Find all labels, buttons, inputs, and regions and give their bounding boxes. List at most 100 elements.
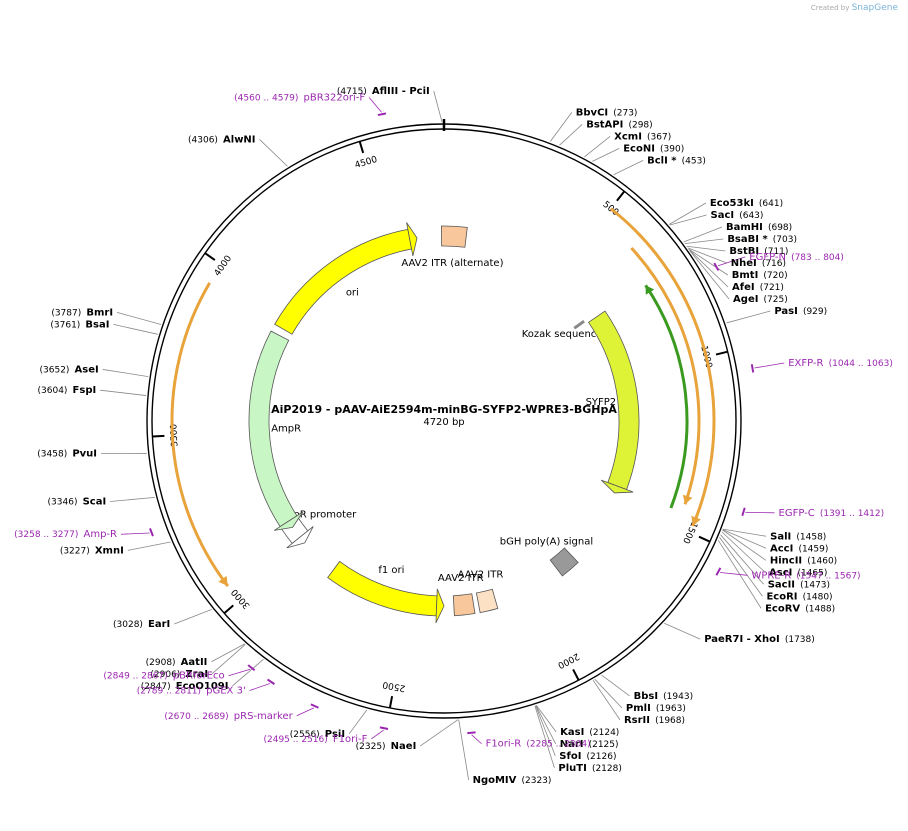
enzyme-leader xyxy=(726,310,771,324)
enzyme-leader xyxy=(102,369,149,377)
primer-name: pGEX 3' xyxy=(206,685,246,696)
primer-mark xyxy=(377,112,387,117)
feature-arrow[interactable] xyxy=(274,228,413,335)
enzyme-position: (273) xyxy=(613,108,637,118)
feature-label: AAV2 ITR (alternate) xyxy=(401,258,503,269)
enzyme-label[interactable]: (2906) ZraI xyxy=(150,662,208,681)
primer-label[interactable]: (4560 .. 4579) pBR322ori-F xyxy=(234,85,365,104)
feature-box[interactable] xyxy=(440,225,468,248)
feature-label: ori xyxy=(346,287,359,298)
enzyme-position: (929) xyxy=(803,307,827,317)
enzyme-label[interactable]: SalI (1458) xyxy=(770,524,826,543)
primer-label[interactable]: (2849 .. 2867) pBRforEco xyxy=(103,664,224,683)
enzyme-name: XmnI xyxy=(95,545,124,556)
primer-leader xyxy=(371,729,384,740)
primer-name: pBRforEco xyxy=(173,671,225,682)
enzyme-label[interactable]: PasI (929) xyxy=(774,299,827,318)
enzyme-label[interactable]: SfoI (2126) xyxy=(559,744,616,763)
primer-label[interactable]: (2495 .. 2516) F1ori-F xyxy=(263,727,367,746)
enzyme-label[interactable]: (3346) ScaI xyxy=(48,490,107,509)
enzyme-leader xyxy=(683,226,723,243)
enzyme-label[interactable]: NarI (2125) xyxy=(560,732,619,751)
enzyme-label[interactable]: (2325) NaeI xyxy=(356,734,417,753)
enzyme-label[interactable]: (3604) FspI xyxy=(38,378,97,397)
enzyme-label[interactable]: BamHI (698) xyxy=(726,215,792,234)
enzyme-label[interactable]: BstAPI (298) xyxy=(586,112,652,131)
enzyme-position: (3458) xyxy=(37,450,67,460)
enzyme-name: AgeI xyxy=(733,294,758,305)
tick-label: 4500 xyxy=(354,155,379,171)
enzyme-label[interactable]: XcmI (367) xyxy=(614,124,671,143)
feature-box[interactable] xyxy=(452,593,476,617)
primer-label[interactable]: F1ori-R (2285 .. 2304) xyxy=(486,732,591,751)
enzyme-label[interactable]: (2908) AatII xyxy=(146,650,208,669)
feature-label: AmpR promoter xyxy=(277,509,357,520)
feature-arrowL[interactable] xyxy=(248,330,298,528)
enzyme-label[interactable]: PaeR7I - XhoI (1738) xyxy=(704,627,815,646)
feature-box[interactable] xyxy=(549,547,579,577)
primer-mark xyxy=(713,262,720,271)
primer-leader xyxy=(720,572,748,576)
primer-mark xyxy=(741,507,746,517)
enzyme-label[interactable]: (4715) AflIII - PciI xyxy=(337,79,430,98)
primer-mark xyxy=(310,703,319,709)
enzyme-position: (641) xyxy=(759,199,783,209)
enzyme-label[interactable]: PluTI (2128) xyxy=(558,756,621,775)
enzyme-label[interactable]: BbsI (1943) xyxy=(634,684,693,703)
enzyme-label[interactable]: BbvCI (273) xyxy=(576,100,638,119)
enzyme-label[interactable]: (3227) XmnI xyxy=(60,538,124,557)
primer-label[interactable]: (2789 .. 2811) pGEX 3' xyxy=(137,678,246,697)
primer-label[interactable]: EGFP-N (783 .. 804) xyxy=(749,245,844,264)
enzyme-label[interactable]: BstBI (711) xyxy=(729,239,788,258)
primer-name: EGFP-N xyxy=(749,252,786,263)
orange-arc xyxy=(170,282,230,588)
enzyme-name: EcoRV xyxy=(765,603,800,614)
primer-label[interactable]: (3258 .. 3277) Amp-R xyxy=(14,522,117,541)
enzyme-label[interactable]: PmlI (1963) xyxy=(626,696,686,715)
primer-label[interactable]: (2670 .. 2689) pRS-marker xyxy=(164,704,293,723)
enzyme-name: PvuI xyxy=(72,449,97,460)
primer-label[interactable]: EXFP-R (1044 .. 1063) xyxy=(788,351,893,370)
enzyme-name: NaeI xyxy=(391,741,417,752)
enzyme-label[interactable]: AscI (1465) xyxy=(769,560,827,579)
enzyme-label[interactable]: (3787) BmrI xyxy=(51,300,113,319)
enzyme-label[interactable]: AfeI (721) xyxy=(732,275,784,294)
enzyme-label[interactable]: SacII (1473) xyxy=(768,572,830,591)
enzyme-label[interactable]: RsrII (1968) xyxy=(624,708,685,727)
enzyme-label[interactable]: (3652) AseI xyxy=(40,357,99,376)
enzyme-label[interactable]: (3458) PvuI xyxy=(37,442,97,461)
enzyme-leader xyxy=(110,496,155,502)
enzyme-label[interactable]: EcoRI (1480) xyxy=(766,584,832,603)
feature-label: AmpR xyxy=(271,423,301,434)
enzyme-name: FspI xyxy=(73,385,97,396)
primer-name: F1ori-F xyxy=(333,734,368,745)
enzyme-label[interactable]: KasI (2124) xyxy=(560,720,619,739)
enzyme-label[interactable]: HincII (1460) xyxy=(770,548,837,567)
enzyme-label[interactable]: NheI (716) xyxy=(731,251,786,270)
feature-box[interactable] xyxy=(475,588,499,614)
enzyme-label[interactable]: Eco53kI (641) xyxy=(710,191,783,210)
enzyme-label[interactable]: SacI (643) xyxy=(711,203,764,222)
enzyme-label[interactable]: (2556) PsiI xyxy=(290,722,345,741)
primer-label[interactable]: WPRE-R (1547 .. 1567) xyxy=(751,563,860,582)
enzyme-label[interactable]: EcoNI (390) xyxy=(623,136,684,155)
enzyme-label[interactable]: BmtI (720) xyxy=(732,263,788,282)
primer-label[interactable]: EGFP-C (1391 .. 1412) xyxy=(779,501,885,520)
enzyme-label[interactable]: (3761) BsaI xyxy=(50,312,109,331)
enzyme-position: (725) xyxy=(764,295,788,305)
feature-kozak[interactable] xyxy=(573,319,585,330)
tick-mark xyxy=(698,535,711,543)
enzyme-label[interactable]: BclI * (453) xyxy=(647,148,706,167)
feature-arrowhead xyxy=(273,511,304,531)
enzyme-leader xyxy=(259,139,288,167)
enzyme-label[interactable]: AgeI (725) xyxy=(733,287,788,306)
enzyme-label[interactable]: BsaBI * (703) xyxy=(727,227,797,246)
enzyme-label[interactable]: EcoRV (1488) xyxy=(765,596,835,615)
enzyme-label[interactable]: (2847) EcoO109I xyxy=(141,674,229,693)
enzyme-label[interactable]: (3028) EarI xyxy=(113,612,170,631)
enzyme-label[interactable]: NgoMIV (2323) xyxy=(473,768,552,787)
enzyme-label[interactable]: (4306) AlwNI xyxy=(188,127,256,146)
enzyme-label[interactable]: AccI (1459) xyxy=(770,536,828,555)
enzyme-leader xyxy=(116,312,162,325)
feature-arrowL[interactable] xyxy=(327,560,438,617)
